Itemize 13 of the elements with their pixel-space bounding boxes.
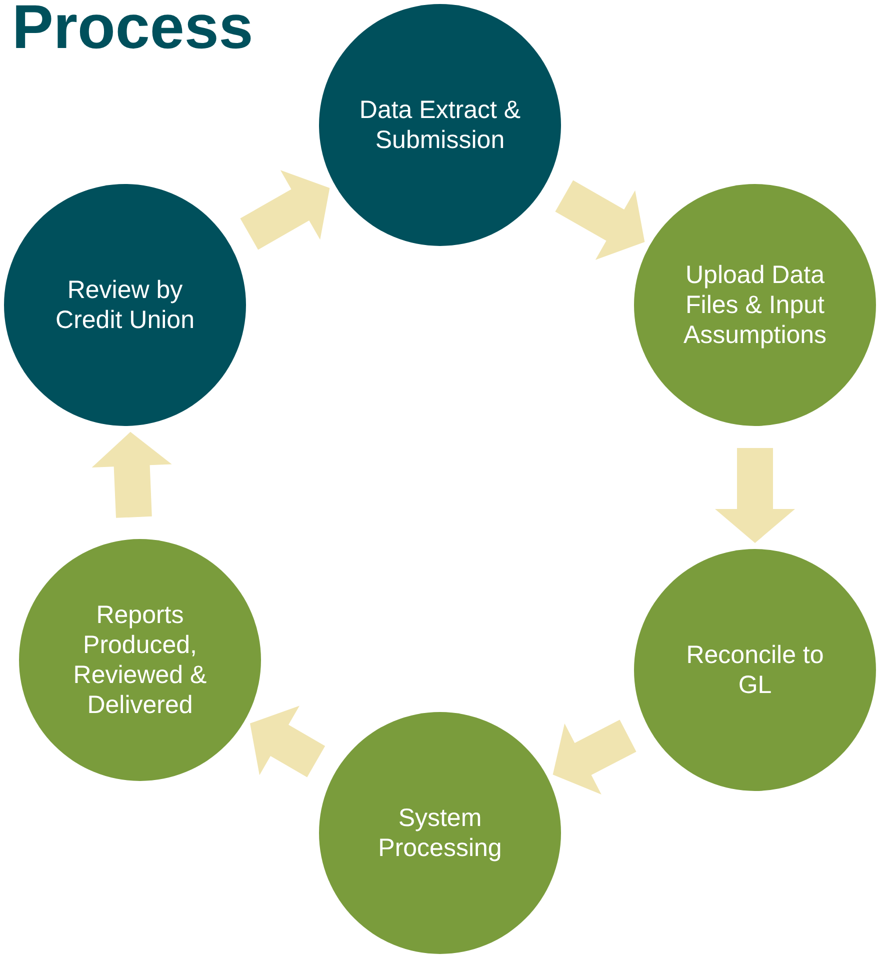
block-arrow — [92, 432, 172, 518]
block-arrow — [555, 180, 645, 260]
step-label: Reconcile to GL — [685, 640, 825, 700]
block-arrow — [240, 170, 330, 250]
step-label: Upload Data Files & Input Assumptions — [682, 260, 828, 350]
block-arrow — [715, 448, 795, 543]
block-arrow — [250, 706, 326, 778]
step-label: Reports Produced, Reviewed & Delivered — [72, 600, 208, 720]
step-label: System Processing — [377, 803, 503, 863]
step-label: Review by Credit Union — [54, 275, 196, 335]
block-arrow — [552, 720, 636, 794]
title: Process — [12, 0, 254, 63]
step-label: Data Extract & Submission — [358, 95, 522, 155]
